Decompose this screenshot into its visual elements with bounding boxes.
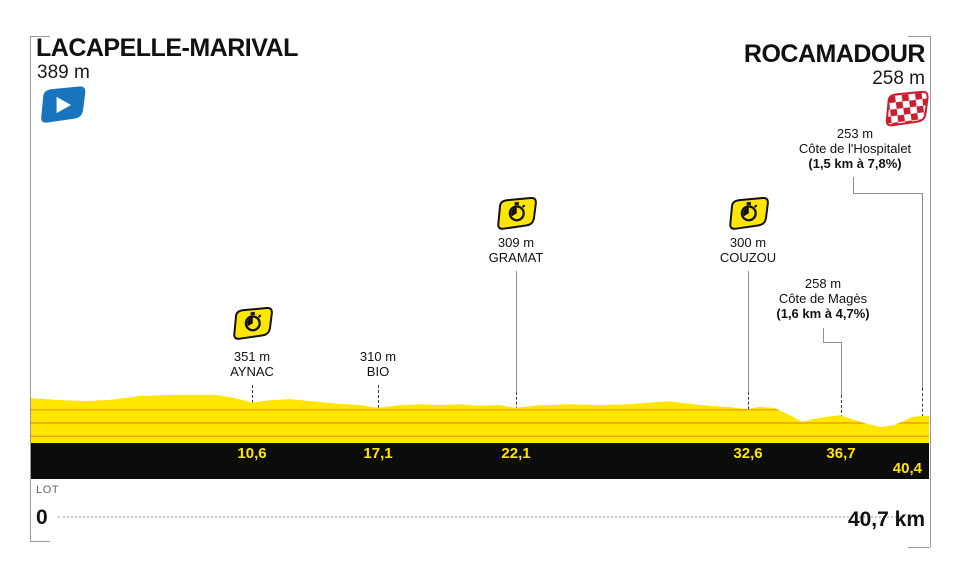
waypoint-label-bio: 310 m BIO (360, 349, 396, 379)
leader-hospitalet-v1 (853, 177, 854, 193)
start-city-elevation: 389 m (37, 62, 90, 83)
km-marker: 22,1 (501, 445, 531, 462)
finish-extent-line (930, 36, 931, 547)
km-marker: 10,6 (237, 445, 267, 462)
timecheck-flag-icon (725, 196, 771, 233)
waypoint-name: BIO (366, 364, 390, 379)
waypoint-elevation: 309 m (497, 235, 535, 250)
leader-hospitalet-h (853, 193, 922, 194)
timecheck-flag-icon (229, 306, 275, 343)
climb-name: Côte de l'Hospitalet (798, 141, 912, 156)
climb-detail: (1,6 km à 4,7%) (776, 306, 870, 321)
leader-mages-v1 (823, 328, 824, 342)
waypoint-name: GRAMAT (488, 250, 544, 265)
km-total-label: 40,7 km (847, 508, 925, 531)
leader-couzou (748, 271, 749, 392)
finish-flag-icon (885, 90, 929, 127)
department-label: LOT (36, 484, 60, 496)
climb-label-hospitalet: 253 m Côte de l'Hospitalet (1,5 km à 7,8… (799, 126, 911, 171)
km-start-label: 0 (36, 506, 48, 529)
waypoint-label-gramat: 309 m GRAMAT (489, 235, 544, 265)
start-city-name: LACAPELLE-MARIVAL (36, 34, 298, 62)
waypoint-label-couzou: 300 m COUZOU (720, 235, 776, 265)
finish-extent-tick-bottom (908, 547, 930, 548)
finish-city-elevation: 258 m (872, 68, 925, 89)
waypoint-name: AYNAC (230, 364, 274, 379)
climb-label-mages: 258 m Côte de Magès (1,6 km à 4,7%) (776, 276, 869, 321)
waypoint-name: COUZOU (719, 250, 777, 265)
km-marker: 17,1 (363, 445, 393, 462)
leader-mages-h (823, 342, 841, 343)
km-marker-finish: 40,4 (892, 460, 922, 477)
km-marker: 32,6 (733, 445, 763, 462)
leader-gramat (516, 271, 517, 392)
elevation-profile-area (31, 394, 929, 443)
climb-name: Côte de Magès (778, 291, 868, 306)
climb-elevation: 253 m (836, 126, 874, 141)
leader-mages-v2 (841, 342, 842, 395)
finish-extent-tick-top (908, 36, 930, 37)
start-extent-line (30, 36, 31, 541)
timecheck-flag-icon (493, 196, 539, 233)
department-extent-dotted-line (58, 516, 901, 518)
leader-hospitalet-v2 (922, 193, 923, 388)
climb-elevation: 258 m (804, 276, 842, 291)
km-marker: 36,7 (826, 445, 856, 462)
waypoint-label-aynac: 351 m AYNAC (230, 349, 274, 379)
waypoint-elevation: 300 m (729, 235, 767, 250)
climb-detail: (1,5 km à 7,8%) (808, 156, 902, 171)
start-flag-icon (41, 86, 86, 123)
finish-city-name: ROCAMADOUR (743, 40, 926, 68)
km-bar: 10,6 17,1 22,1 32,6 36,7 40,4 (31, 443, 929, 479)
marker-line-hospitalet (922, 388, 923, 443)
waypoint-elevation: 351 m (233, 349, 271, 364)
start-extent-tick-bottom (30, 541, 50, 542)
waypoint-elevation: 310 m (359, 349, 397, 364)
start-extent-tick-top (30, 36, 50, 37)
